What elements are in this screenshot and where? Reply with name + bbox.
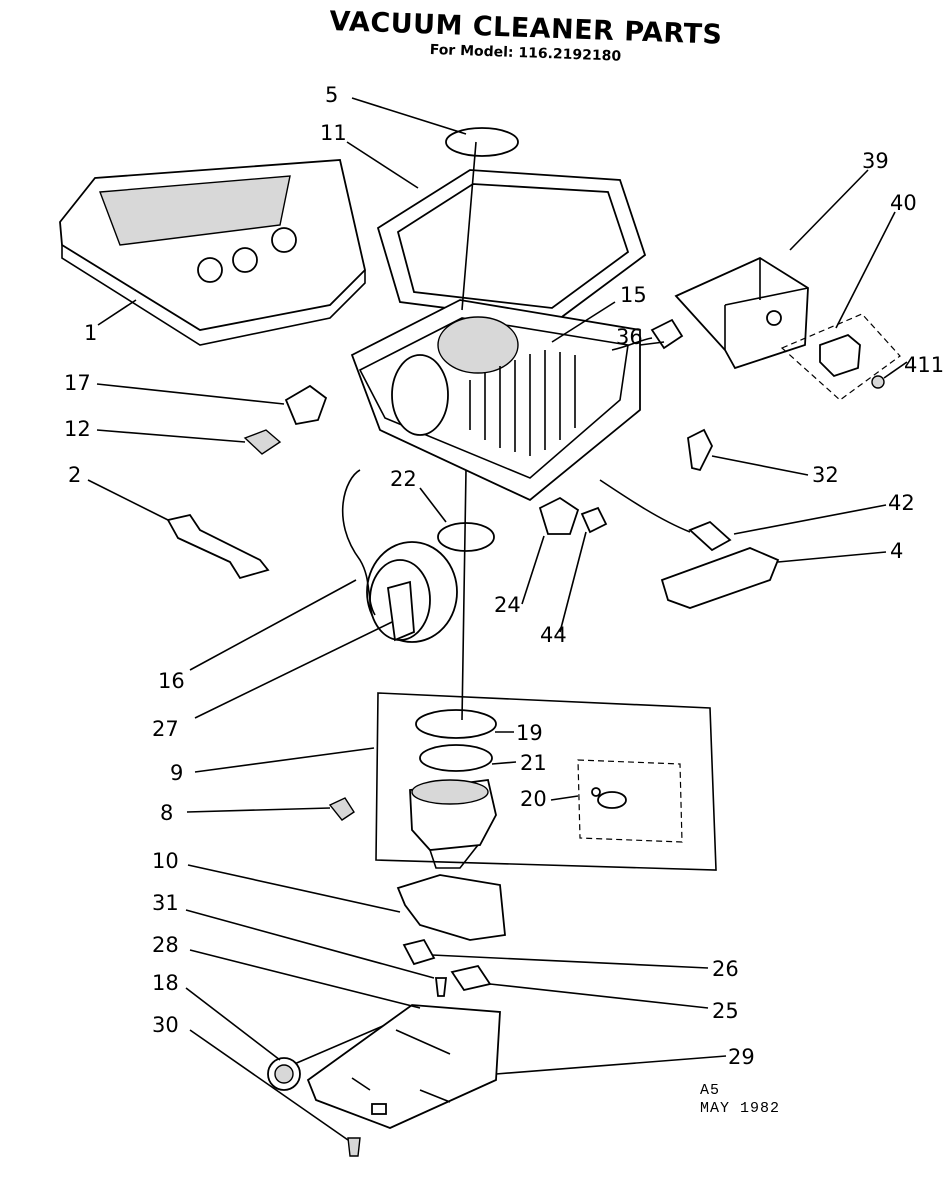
callout-2: 2	[68, 463, 81, 487]
alignment-axis	[461, 141, 477, 721]
callout-31: 31	[152, 891, 179, 915]
callout-numbers: 5 11 39 40 1 15 36 411 17 12 32 2 22 42 …	[64, 83, 944, 1069]
part-top-cover	[59, 159, 366, 346]
part-cord-plug-36	[650, 318, 684, 350]
callout-30: 30	[152, 1013, 179, 1037]
part-brush-8	[328, 797, 355, 821]
part-clip-32	[687, 428, 714, 472]
callout-12: 12	[64, 417, 91, 441]
callout-4: 4	[890, 539, 903, 563]
callout-18: 18	[152, 971, 179, 995]
part-switch-17	[284, 384, 328, 426]
part-main-housing	[350, 299, 641, 502]
assembly-outline-40	[780, 313, 901, 401]
callout-411: 411	[904, 353, 944, 377]
callout-21: 21	[520, 751, 547, 775]
callout-8: 8	[160, 801, 173, 825]
part-disc-21	[419, 744, 493, 772]
part-bracket-40	[819, 333, 861, 378]
part-filter-disc	[445, 127, 519, 157]
callout-44: 44	[540, 623, 567, 647]
part-gasket-frame	[376, 169, 647, 323]
callout-9: 9	[170, 761, 183, 785]
callout-11: 11	[320, 121, 347, 145]
part-disc-19	[415, 709, 497, 739]
part-screw-30	[347, 1137, 361, 1157]
part-cord-reel	[341, 469, 458, 643]
part-clip-2	[166, 513, 270, 580]
callout-20: 20	[520, 787, 547, 811]
callout-19: 19	[516, 721, 543, 745]
callout-16: 16	[158, 669, 185, 693]
callout-42: 42	[888, 491, 915, 515]
part-nut-411	[871, 375, 885, 389]
callout-36: 36	[616, 325, 643, 349]
callout-39: 39	[862, 149, 889, 173]
part-ring-22	[437, 522, 495, 552]
part-motor	[409, 779, 497, 869]
callout-1: 1	[84, 321, 97, 345]
part-block-44	[580, 506, 608, 534]
motor-assembly-frame	[375, 692, 717, 871]
callout-25: 25	[712, 999, 739, 1023]
revision-date: MAY 1982	[700, 1100, 781, 1117]
callout-28: 28	[152, 933, 179, 957]
part-filter-box	[674, 256, 809, 370]
part-block-12	[243, 429, 282, 455]
leader-lines	[87, 97, 908, 1141]
callout-27: 27	[152, 717, 179, 741]
callout-26: 26	[712, 957, 739, 981]
part-bracket-24	[538, 496, 580, 535]
callout-24: 24	[494, 593, 521, 617]
callout-5: 5	[325, 83, 338, 107]
part-base-plate-29	[306, 1004, 501, 1129]
callout-40: 40	[890, 191, 917, 215]
callout-17: 17	[64, 371, 91, 395]
callout-22: 22	[390, 467, 417, 491]
part-block-26	[402, 938, 436, 966]
part-handle-4	[660, 547, 780, 609]
revision-code: A5	[700, 1082, 721, 1099]
detail-box-20	[577, 759, 683, 843]
callout-15: 15	[620, 283, 647, 307]
callout-32: 32	[812, 463, 839, 487]
part-block-25	[450, 964, 492, 992]
callout-10: 10	[152, 849, 179, 873]
part-plug-42	[688, 520, 732, 552]
part-gasket-10	[396, 874, 506, 941]
part-screw-31	[434, 977, 448, 997]
callout-29: 29	[728, 1045, 755, 1069]
